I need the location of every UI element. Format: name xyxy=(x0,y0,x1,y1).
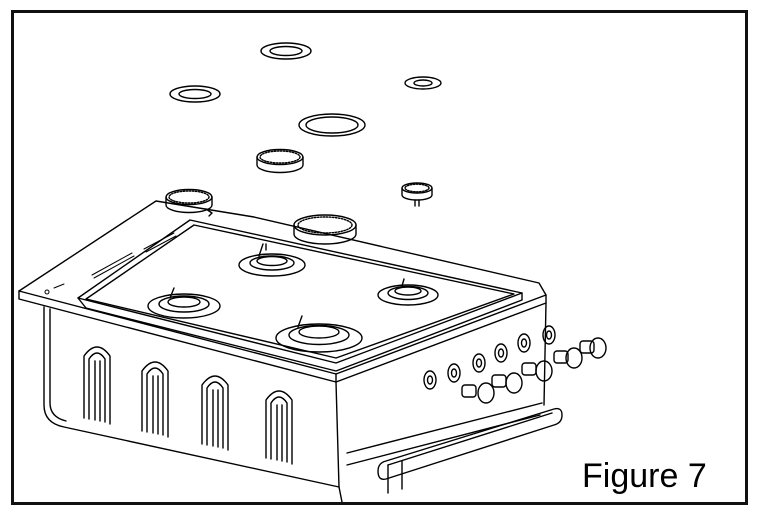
cabinet-arched-panels-group xyxy=(84,347,292,464)
control-knob-4 xyxy=(495,344,507,362)
control-knob-5 xyxy=(518,334,530,352)
control-knob-exploded-5 xyxy=(580,338,606,358)
control-knob-2 xyxy=(448,364,460,382)
control-knob-3 xyxy=(473,354,485,372)
burner-cap-ring-left xyxy=(170,86,220,102)
burner-heads-group xyxy=(166,150,432,245)
burner-cap-ring-center-large xyxy=(299,114,365,136)
burner-cap-rings-group xyxy=(170,43,441,136)
mounted-burners-group xyxy=(148,244,438,352)
control-knob-6 xyxy=(543,326,555,344)
cabinet-front-panel xyxy=(44,307,339,487)
control-knob-exploded-1 xyxy=(462,383,494,403)
burner-cap-ring-top xyxy=(261,43,311,59)
control-knob-exploded-3 xyxy=(522,361,552,381)
control-knobs-group xyxy=(424,326,606,403)
mounted-burner-rear-center xyxy=(239,244,305,276)
arched-panel-1 xyxy=(84,347,110,424)
arched-panel-4 xyxy=(266,391,292,464)
burner-head-center xyxy=(257,150,303,173)
mounted-burner-right xyxy=(378,279,438,305)
cabinet-side-panel xyxy=(339,303,546,502)
cooktop-brand-lettering xyxy=(45,233,176,294)
figure-frame: Figure 7 xyxy=(11,10,748,505)
stove-exploded-drawing xyxy=(14,13,745,502)
oven-door-handle xyxy=(378,409,562,493)
control-knob-1 xyxy=(424,371,436,389)
burner-head-back-left xyxy=(166,190,212,217)
control-knob-exploded-4 xyxy=(554,348,582,368)
mounted-burner-front-large xyxy=(276,316,362,352)
burner-head-right-small xyxy=(402,183,432,206)
mounted-burner-left xyxy=(148,288,220,318)
arched-panel-3 xyxy=(202,376,228,450)
burner-cap-ring-right-small xyxy=(405,77,441,89)
cooktop-top-surface xyxy=(19,201,546,382)
control-knob-exploded-2 xyxy=(492,373,522,393)
arched-panel-2 xyxy=(142,362,168,437)
figure-caption: Figure 7 xyxy=(582,457,707,495)
burner-head-back-large xyxy=(294,215,356,244)
